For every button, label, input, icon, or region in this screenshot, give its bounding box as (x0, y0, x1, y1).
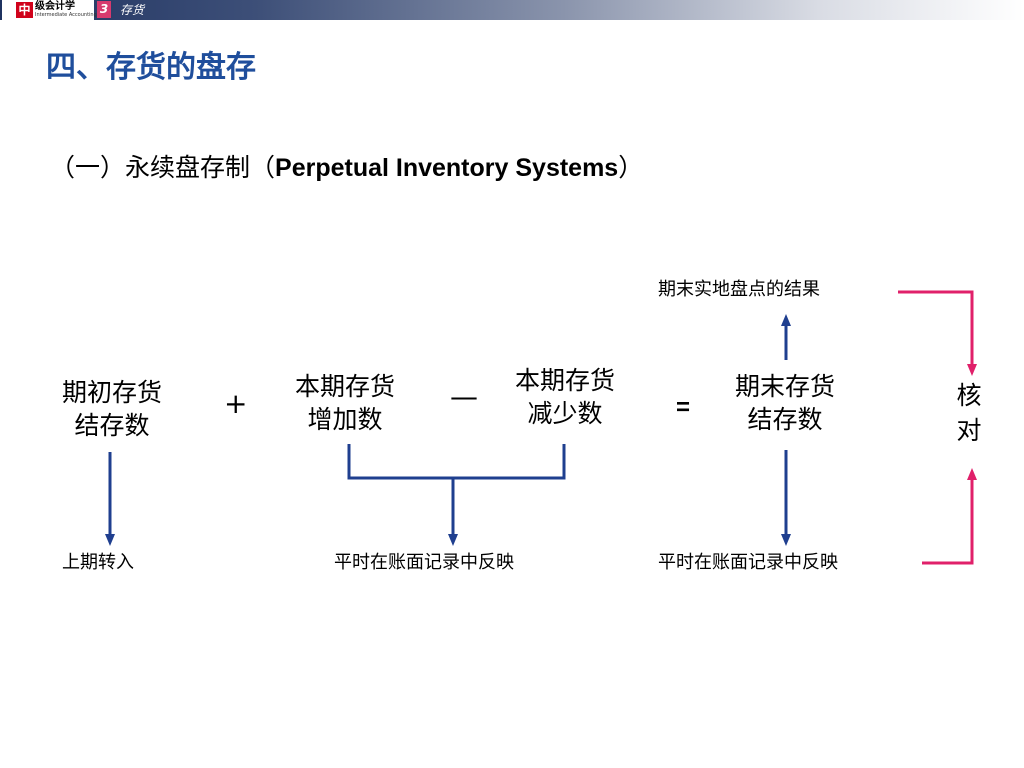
subtitle-suffix: ） (618, 153, 644, 182)
term-line: 结存数 (74, 411, 150, 440)
equals-operator: = (676, 394, 691, 421)
verify-char: 对 (956, 416, 982, 445)
logo-chinese-text: 级会计学 (35, 1, 75, 12)
term-period-decrease: 本期存货 减少数 (490, 364, 640, 430)
verify-char: 核 (956, 381, 982, 410)
minus-operator: — (450, 380, 478, 413)
note-previous-period: 上期转入 (62, 552, 134, 573)
term-period-increase: 本期存货 增加数 (270, 370, 420, 436)
term-line: 本期存货 (294, 372, 395, 401)
chapter-title: 存货 (120, 3, 145, 17)
term-beginning-inventory: 期初存货 结存数 (52, 376, 172, 442)
term-line: 期初存货 (61, 378, 162, 407)
term-line: 减少数 (527, 399, 603, 428)
term-line: 结存数 (747, 405, 823, 434)
course-logo: 中 级会计学 Intermediate Accounting (2, 0, 97, 20)
arrow-count-to-verify (898, 290, 977, 376)
note-period-record: 平时在账面记录中反映 (334, 552, 514, 573)
logo-mark: 中 (16, 2, 33, 18)
verify-label: 核 对 (954, 378, 984, 448)
note-physical-count: 期末实地盘点的结果 (658, 279, 820, 300)
term-line: 期末存货 (734, 372, 835, 401)
arrow-record-to-verify (922, 468, 977, 565)
note-ending-record: 平时在账面记录中反映 (658, 552, 838, 573)
section-subtitle: （一）永续盘存制（Perpetual Inventory Systems） (50, 148, 643, 184)
slide-title: 四、存货的盘存 (46, 50, 256, 85)
plus-operator: + (224, 387, 248, 420)
bracket-increase-decrease (347, 444, 566, 480)
term-line: 本期存货 (514, 366, 615, 395)
header-bar (0, 0, 1024, 20)
term-ending-inventory: 期末存货 结存数 (710, 370, 860, 436)
chapter-number-badge: 3 (97, 1, 111, 18)
subtitle-english: Perpetual Inventory Systems (275, 154, 619, 182)
logo-english-text: Intermediate Accounting (35, 12, 97, 18)
subtitle-prefix: （一）永续盘存制（ (50, 153, 276, 182)
term-line: 增加数 (307, 405, 383, 434)
